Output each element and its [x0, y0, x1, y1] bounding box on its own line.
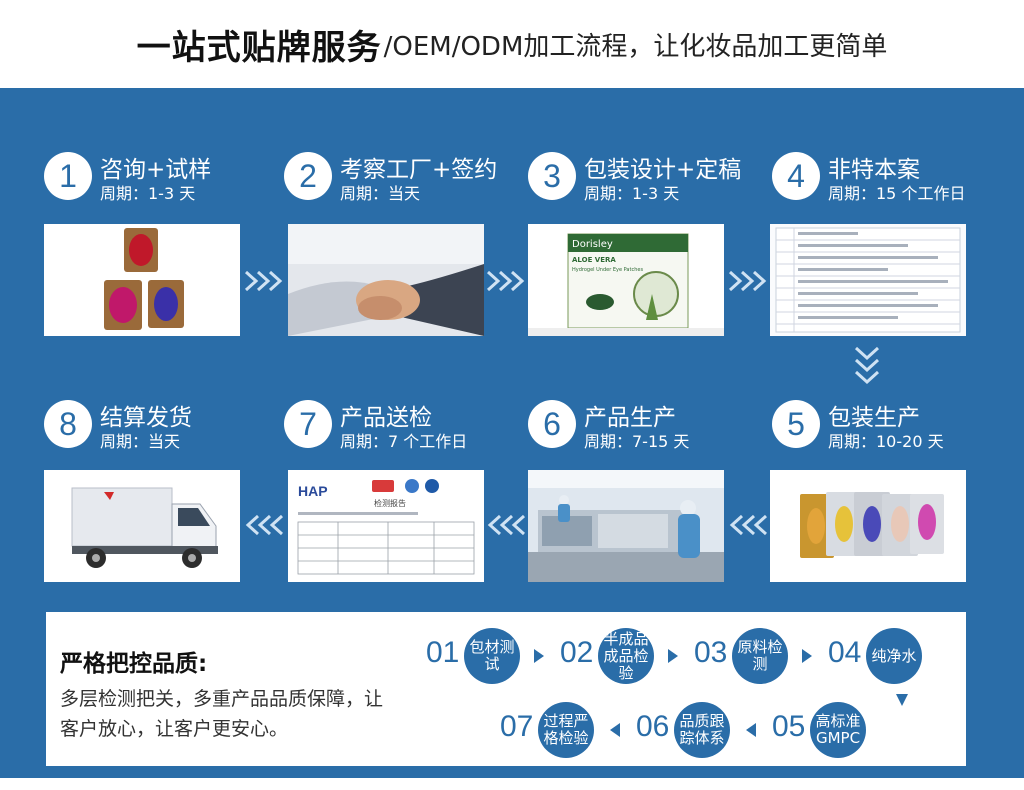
quality-step-number: 05: [772, 710, 806, 743]
arrow-down-icon: [854, 346, 880, 384]
registration-document-image: [770, 224, 966, 336]
box-subtitle-text: Hydrogel Under Eye Patches: [572, 267, 643, 273]
step-number-badge: 2: [284, 152, 332, 200]
page-subtitle: /OEM/ODM加工流程，让化妆品加工更简单: [383, 31, 888, 62]
step-period: 周期：当天: [340, 184, 421, 203]
quality-step-03: 03 原料检测: [694, 628, 794, 684]
quality-step-06: 06 品质跟踪体系: [636, 702, 736, 758]
quality-step-number: 04: [828, 636, 862, 669]
delivery-truck-image: [44, 470, 240, 582]
quality-step-number: 03: [694, 636, 728, 669]
step-name: 包装生产: [828, 405, 920, 431]
product-box-image: Dorisley ALOE VERA Hydrogel Under Eye Pa…: [528, 224, 724, 336]
step-name: 包装设计+定稿: [584, 157, 742, 183]
step-number-badge: 5: [772, 400, 820, 448]
quality-step-number: 01: [426, 636, 460, 669]
arrow-right-icon: [244, 270, 283, 292]
quality-arrow-right-icon: [802, 649, 812, 663]
quality-step-label: 品质跟踪体系: [674, 702, 730, 758]
step-5: 5 包装生产 周期：10-20 天: [772, 396, 1012, 456]
step-name: 产品送检: [340, 405, 432, 431]
step-2: 2 考察工厂+签约 周期：当天: [284, 148, 524, 208]
step-name: 考察工厂+签约: [340, 157, 498, 183]
quality-step-02: 02 半成品成品检验: [560, 628, 660, 684]
step-number-badge: 7: [284, 400, 332, 448]
quality-step-label: 高标准GMPC: [810, 702, 866, 758]
inspection-report-image: HAP 检测报告: [288, 470, 484, 582]
step-7: 7 产品送检 周期：7 个工作日: [284, 396, 524, 456]
quality-arrow-right-icon: [534, 649, 544, 663]
page-header: 一站式贴牌服务 /OEM/ODM加工流程，让化妆品加工更简单: [0, 0, 1024, 88]
step-name: 产品生产: [584, 405, 676, 431]
quality-step-label: 包材测试: [464, 628, 520, 684]
eye-patch-packaging-image: [770, 470, 966, 582]
step-period: 周期：当天: [100, 432, 181, 451]
quality-step-04: 04 纯净水: [828, 628, 928, 684]
step-period: 周期：1-3 天: [584, 184, 680, 203]
cert-title-text: 检测报告: [374, 498, 406, 508]
arrow-left-icon: [487, 514, 526, 536]
arrow-right-icon: [728, 270, 767, 292]
step-number-badge: 8: [44, 400, 92, 448]
quality-step-number: 07: [500, 710, 534, 743]
step-period: 周期：10-20 天: [828, 432, 944, 451]
quality-arrow-down-icon: [896, 694, 908, 706]
step-8: 8 结算发货 周期：当天: [44, 396, 284, 456]
arrow-left-icon: [245, 514, 284, 536]
quality-step-label: 原料检测: [732, 628, 788, 684]
arrow-right-icon: [486, 270, 525, 292]
quality-description: 多层检测把关，多重产品品质保障，让客户放心，让客户更安心。: [60, 688, 384, 740]
cert-logo-text: HAP: [298, 483, 328, 499]
quality-arrow-left-icon: [610, 723, 620, 737]
handshake-image: [288, 224, 484, 336]
step-number-badge: 1: [44, 152, 92, 200]
quality-step-number: 02: [560, 636, 594, 669]
step-period: 周期：7 个工作日: [340, 432, 468, 451]
quality-step-05: 05 高标准GMPC: [772, 702, 872, 758]
quality-step-label: 纯净水: [866, 628, 922, 684]
quality-step-label: 过程严格检验: [538, 702, 594, 758]
eye-patch-samples-image: [44, 224, 240, 336]
step-name: 结算发货: [100, 405, 192, 431]
step-6: 6 产品生产 周期：7-15 天: [528, 396, 768, 456]
quality-arrow-right-icon: [668, 649, 678, 663]
arrow-left-icon: [729, 514, 768, 536]
step-number-badge: 4: [772, 152, 820, 200]
step-3: 3 包装设计+定稿 周期：1-3 天: [528, 148, 768, 208]
step-4: 4 非特本案 周期：15 个工作日: [772, 148, 1012, 208]
step-period: 周期：15 个工作日: [828, 184, 966, 203]
quality-step-01: 01 包材测试: [426, 628, 526, 684]
step-period: 周期：1-3 天: [100, 184, 196, 203]
box-brand-text: Dorisley: [572, 239, 613, 250]
page-title: 一站式贴牌服务: [136, 27, 382, 68]
quality-step-label: 半成品成品检验: [598, 628, 654, 684]
quality-control-box: 严格把控品质: 多层检测把关，多重产品品质保障，让客户放心，让客户更安心。 01…: [46, 612, 966, 766]
quality-step-07: 07 过程严格检验: [500, 702, 600, 758]
step-name: 非特本案: [828, 157, 920, 183]
factory-production-image: [528, 470, 724, 582]
quality-arrow-left-icon: [746, 723, 756, 737]
quality-step-number: 06: [636, 710, 670, 743]
step-period: 周期：7-15 天: [584, 432, 690, 451]
step-number-badge: 3: [528, 152, 576, 200]
step-1: 1 咨询+试样 周期：1-3 天: [44, 148, 284, 208]
quality-title: 严格把控品质:: [60, 651, 208, 677]
step-name: 咨询+试样: [100, 157, 212, 183]
step-number-badge: 6: [528, 400, 576, 448]
box-product-text: ALOE VERA: [572, 256, 616, 264]
